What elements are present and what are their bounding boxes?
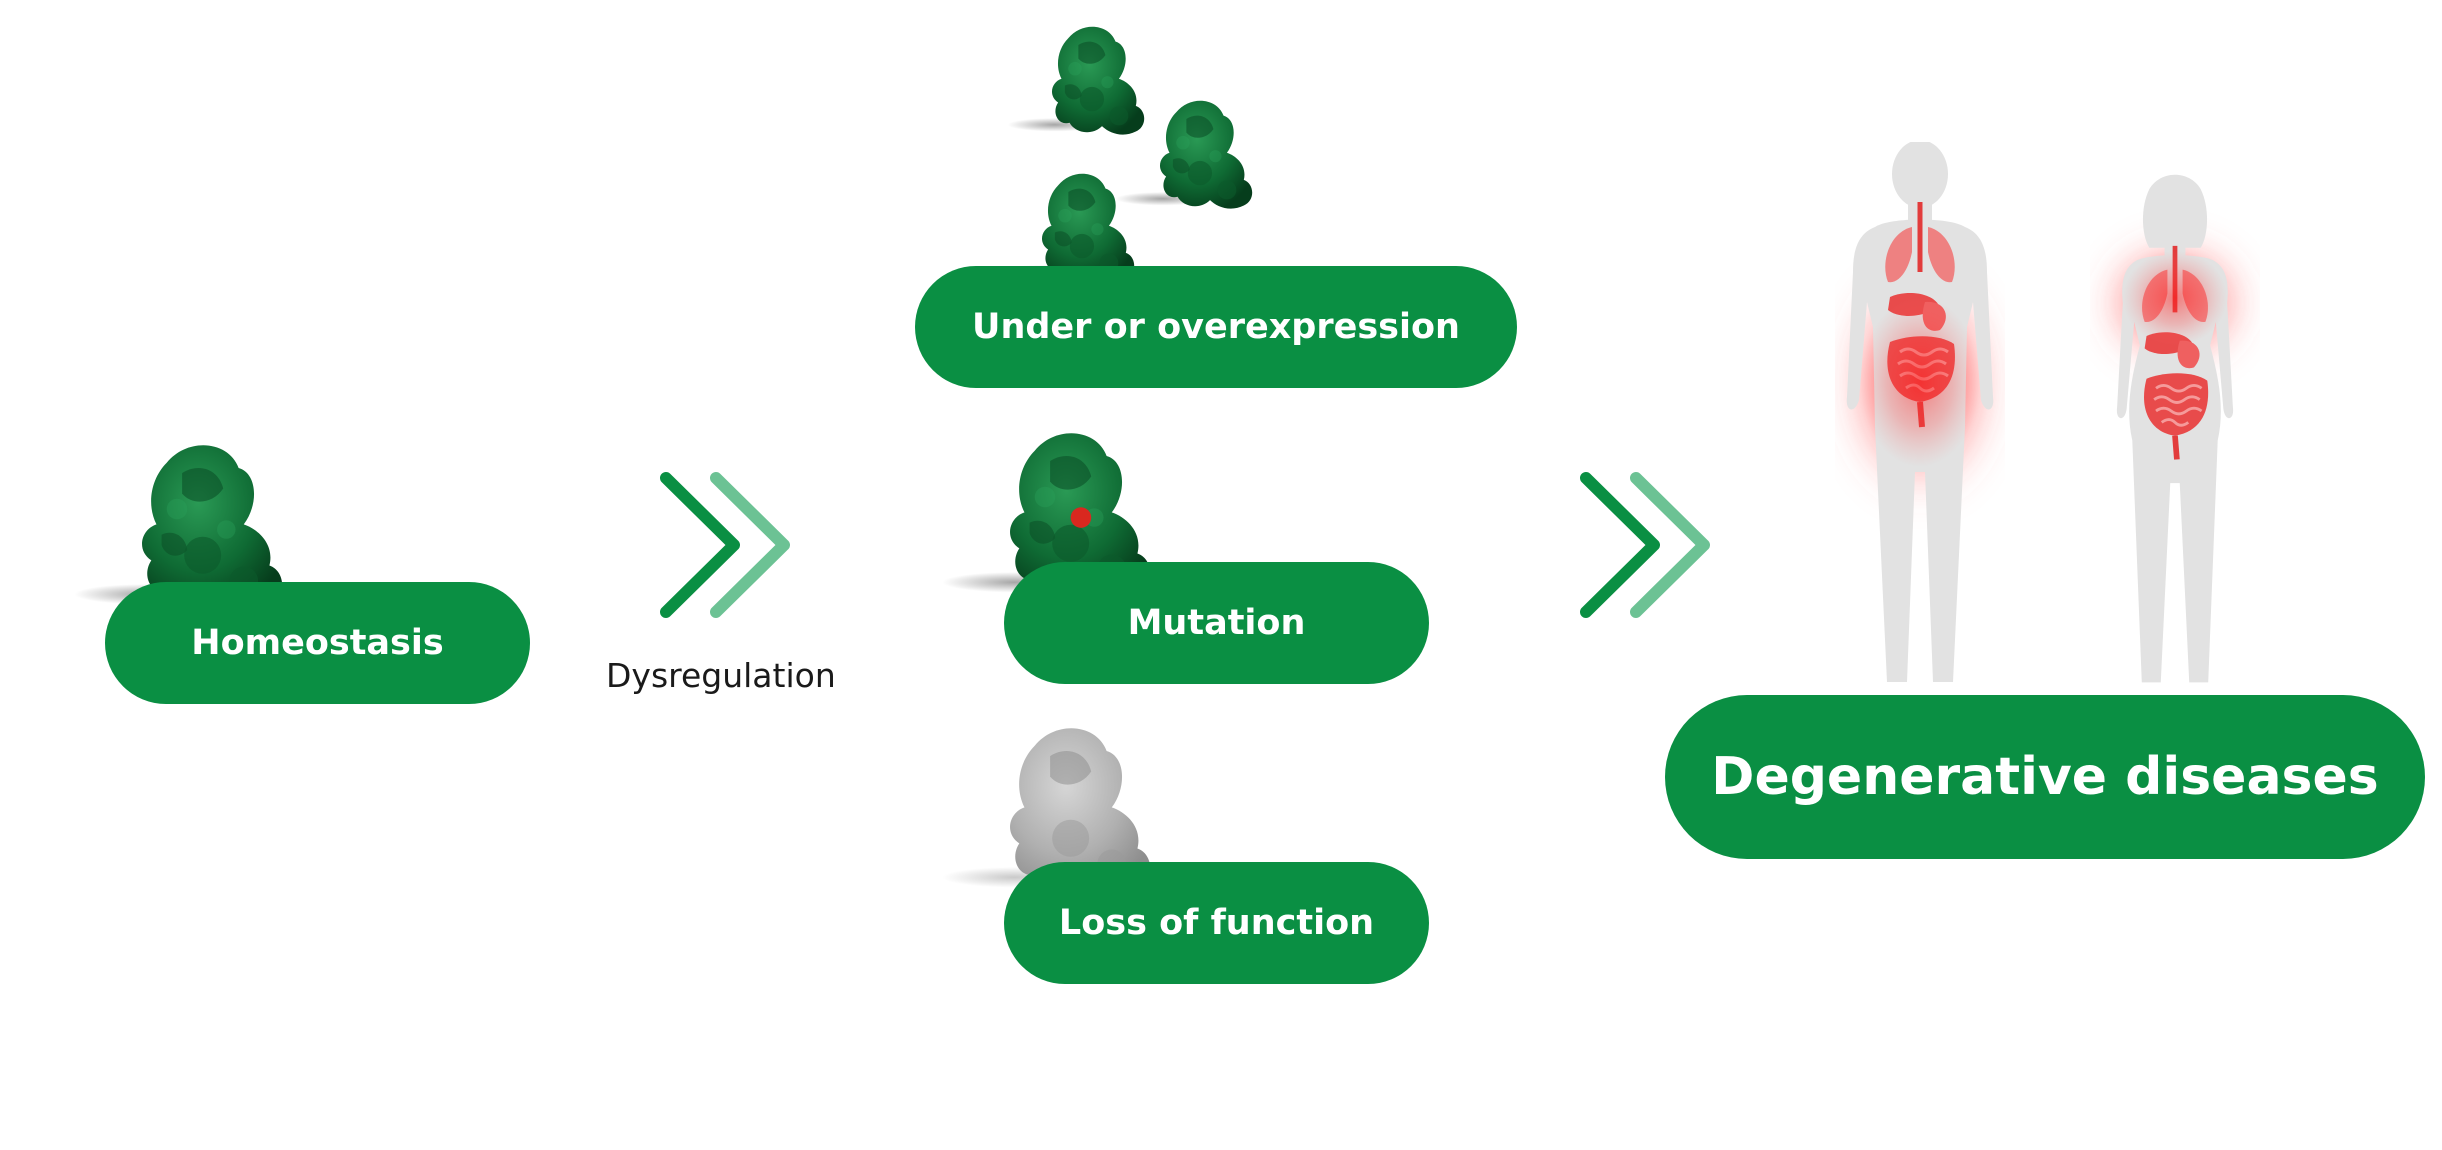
- expression-label: Under or overexpression: [972, 307, 1460, 347]
- expression-pill: Under or overexpression: [915, 266, 1517, 388]
- degenerative-diseases-pill: Degenerative diseases: [1665, 695, 2425, 859]
- dysregulation-label: Dysregulation: [606, 656, 836, 695]
- chevron-double-right-icon: [1576, 468, 1716, 628]
- homeostasis-label: Homeostasis: [191, 623, 444, 663]
- human-body-male-icon: [1840, 142, 2000, 682]
- degenerative-diseases-label: Degenerative diseases: [1711, 747, 2379, 807]
- human-body-female-icon: [2099, 174, 2251, 683]
- loss-of-function-pill: Loss of function: [1004, 862, 1429, 984]
- mutation-site-icon: [1070, 507, 1092, 528]
- mutation-label: Mutation: [1127, 603, 1306, 643]
- homeostasis-pill: Homeostasis: [105, 582, 530, 704]
- protein-structure-icon: [942, 433, 1151, 598]
- mutation-pill: Mutation: [1004, 562, 1429, 684]
- chevron-double-right-icon: [656, 468, 796, 628]
- loss-of-function-label: Loss of function: [1058, 903, 1375, 943]
